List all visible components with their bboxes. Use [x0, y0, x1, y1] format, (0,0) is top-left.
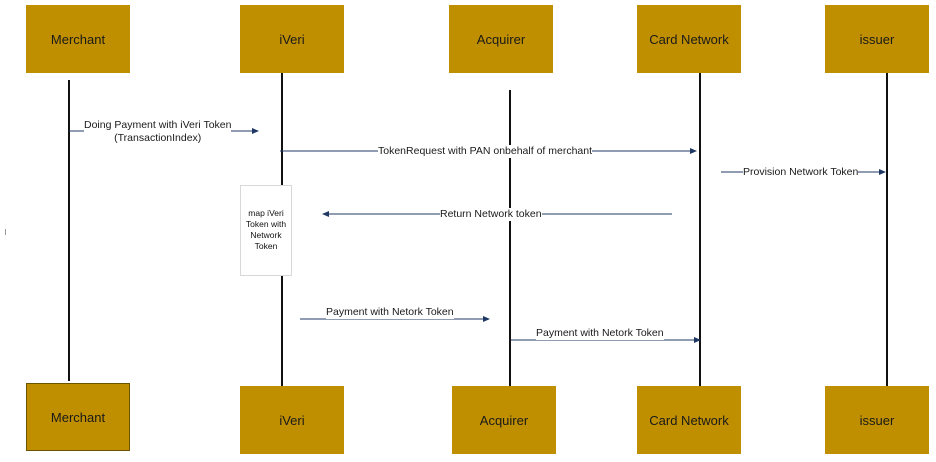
arrowhead-return-token — [322, 211, 329, 217]
participant-issuer-bottom: issuer — [825, 386, 929, 454]
mapping-note-line4: Token — [254, 241, 278, 251]
issuer-lifeline — [886, 73, 888, 386]
merchant-lifeline — [68, 80, 70, 381]
participant-acquirer-bottom: Acquirer — [452, 386, 556, 454]
arrowhead-provision-token — [879, 169, 886, 175]
mapping-note-line3: Network — [250, 230, 282, 240]
message-return-token: Return Network token — [440, 208, 542, 221]
participant-card-network-bottom: Card Network — [637, 386, 741, 454]
participant-acquirer-top: Acquirer — [449, 5, 553, 73]
message-doing-payment-line1: Doing Payment with iVeri Token — [84, 119, 232, 132]
mapping-note-line2: Token with — [245, 219, 287, 229]
participant-issuer-top: issuer — [825, 5, 929, 73]
edge-tick-mark — [5, 229, 6, 235]
message-token-request: TokenRequest with PAN onbehalf of mercha… — [378, 145, 593, 158]
participant-merchant-top: Merchant — [26, 5, 130, 73]
arrowhead-payment-acquirer — [483, 316, 490, 322]
message-doing-payment: Doing Payment with iVeri Token (Transact… — [84, 119, 232, 145]
card-network-lifeline — [699, 73, 701, 386]
arrowhead-token-request — [690, 148, 697, 154]
message-provision-token: Provision Network Token — [743, 166, 859, 179]
participant-merchant-bottom: Merchant — [26, 383, 130, 451]
arrowhead-doing-payment — [252, 128, 259, 134]
participant-iveri-top: iVeri — [240, 5, 344, 73]
arrowhead-payment-card-network — [694, 337, 701, 343]
mapping-note-line1: map iVeri — [248, 208, 284, 218]
participant-iveri-bottom: iVeri — [240, 386, 344, 454]
acquirer-lifeline — [509, 90, 511, 386]
message-payment-acquirer: Payment with Netork Token — [326, 306, 454, 319]
message-doing-payment-line2: (TransactionIndex) — [114, 132, 202, 144]
mapping-note: map iVeri Token with Network Token — [240, 185, 292, 276]
participant-card-network-top: Card Network — [637, 5, 741, 73]
message-payment-card-network: Payment with Netork Token — [536, 327, 664, 340]
